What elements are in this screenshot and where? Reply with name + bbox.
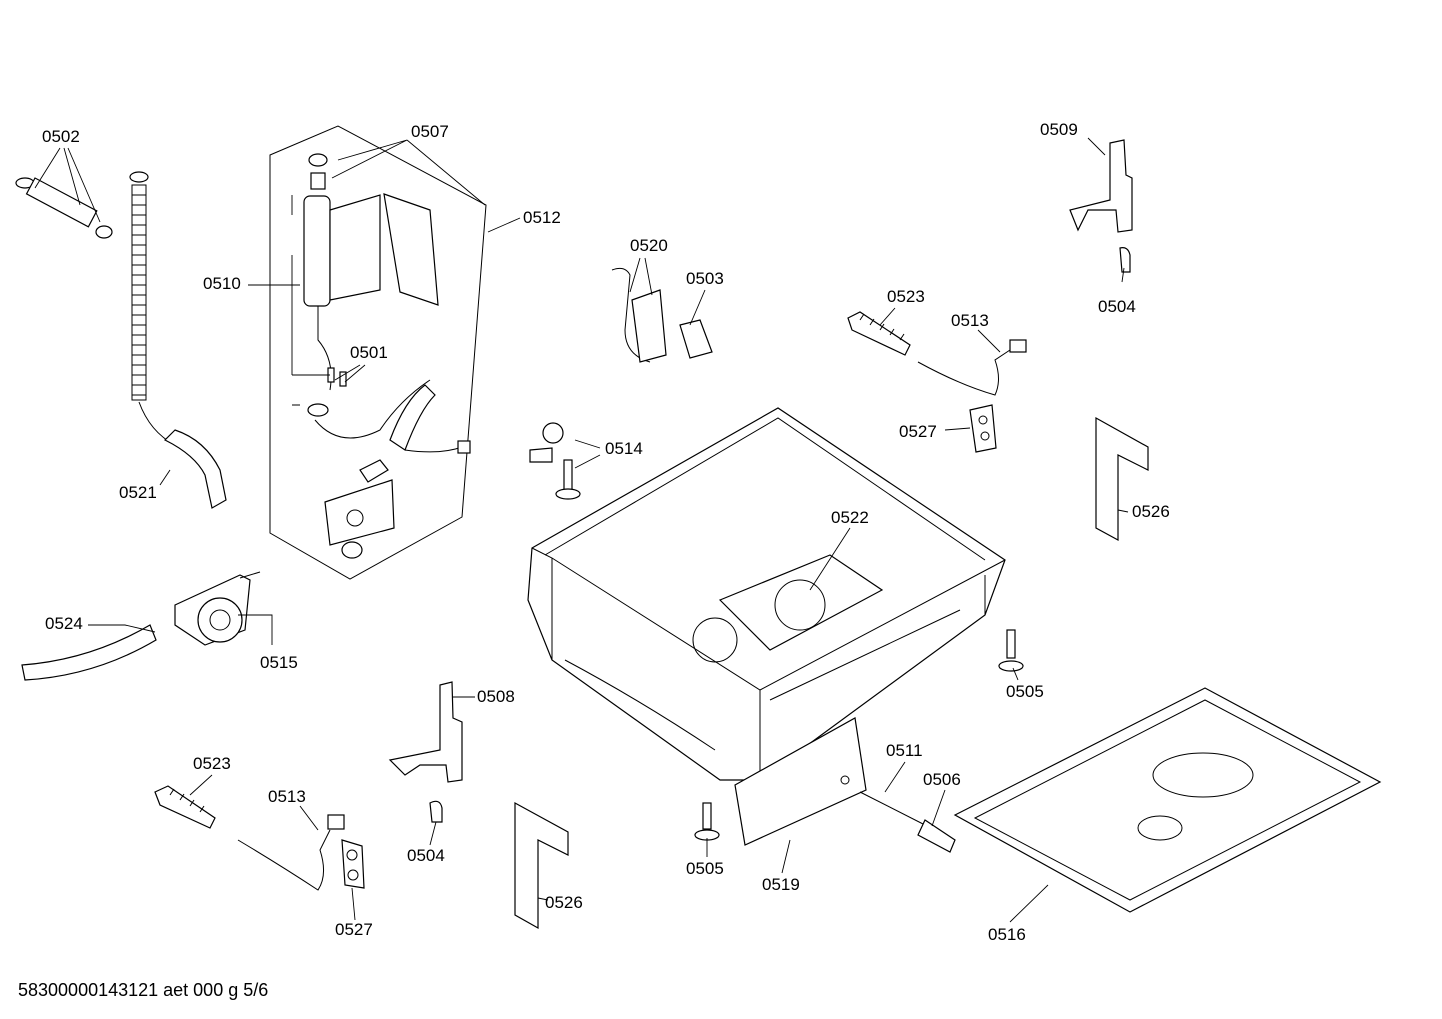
- foot-screw-lower: [694, 802, 720, 841]
- plinth-bracket-right: [1095, 416, 1149, 542]
- label-0511: 0511: [886, 741, 923, 760]
- door-hinge-right: [1069, 139, 1133, 273]
- inlet-module-outline: [269, 125, 487, 580]
- label-0505-lower: 0505: [686, 859, 724, 878]
- label-0513-lower: 0513: [268, 787, 306, 806]
- label-0502: 0502: [42, 127, 80, 146]
- label-0515: 0515: [260, 653, 298, 672]
- label-0509: 0509: [1040, 120, 1078, 139]
- label-0512: 0512: [523, 208, 561, 227]
- door-spring-lower: [154, 785, 216, 829]
- label-0521: 0521: [119, 483, 157, 502]
- label-0524: 0524: [45, 614, 83, 633]
- door-cable-upper: [917, 339, 1027, 396]
- label-0513: 0513: [951, 311, 989, 330]
- label-0508: 0508: [477, 687, 515, 706]
- door-hinge-left: [388, 681, 463, 823]
- label-0527: 0527: [899, 422, 937, 441]
- label-0526-lower: 0526: [545, 893, 583, 912]
- label-0527-lower: 0527: [335, 920, 373, 939]
- label-0516: 0516: [988, 925, 1026, 944]
- label-0501: 0501: [350, 343, 388, 362]
- label-0514: 0514: [605, 439, 643, 458]
- label-0522: 0522: [831, 508, 869, 527]
- document-reference: 58300000143121 aet 000 g 5/6: [18, 980, 269, 1000]
- pump-hose: [21, 624, 157, 681]
- label-0519: 0519: [762, 875, 800, 894]
- base-tray: [953, 687, 1382, 913]
- leader-lines: [34, 137, 1129, 923]
- inlet-hose-with-cable: [314, 379, 471, 483]
- cable-connector: [611, 267, 713, 363]
- label-0504: 0504: [1098, 297, 1136, 316]
- sensor-cable: [859, 791, 956, 853]
- water-inlet-valve: [303, 153, 439, 417]
- part-labels: 0502 0507 0512 0510 0501 0521 0520 0503 …: [42, 120, 1170, 944]
- drain-hose-clamps: [15, 177, 113, 239]
- label-0504-lower: 0504: [407, 846, 445, 865]
- drain-pump: [174, 571, 261, 646]
- door-spring-upper: [847, 311, 911, 356]
- plinth-bracket-left: [514, 801, 569, 930]
- label-0503: 0503: [686, 269, 724, 288]
- label-0510: 0510: [203, 274, 241, 293]
- label-0520: 0520: [630, 236, 668, 255]
- cover-panel: [734, 717, 867, 846]
- foot-screw-right: [998, 629, 1024, 672]
- spring-bracket-upper: [969, 404, 997, 453]
- base-tub-assembly: [527, 407, 1006, 781]
- spring-bracket-lower: [341, 839, 365, 889]
- valve-mounting-plate: [324, 479, 395, 559]
- label-0523-lower: 0523: [193, 754, 231, 773]
- door-cable-lower: [237, 814, 345, 891]
- label-0505: 0505: [1006, 682, 1044, 701]
- label-0506: 0506: [923, 770, 961, 789]
- label-0526: 0526: [1132, 502, 1170, 521]
- corrugated-hose: [129, 171, 227, 509]
- label-0507: 0507: [411, 122, 449, 141]
- feet-screws: [529, 422, 581, 500]
- label-0523: 0523: [887, 287, 925, 306]
